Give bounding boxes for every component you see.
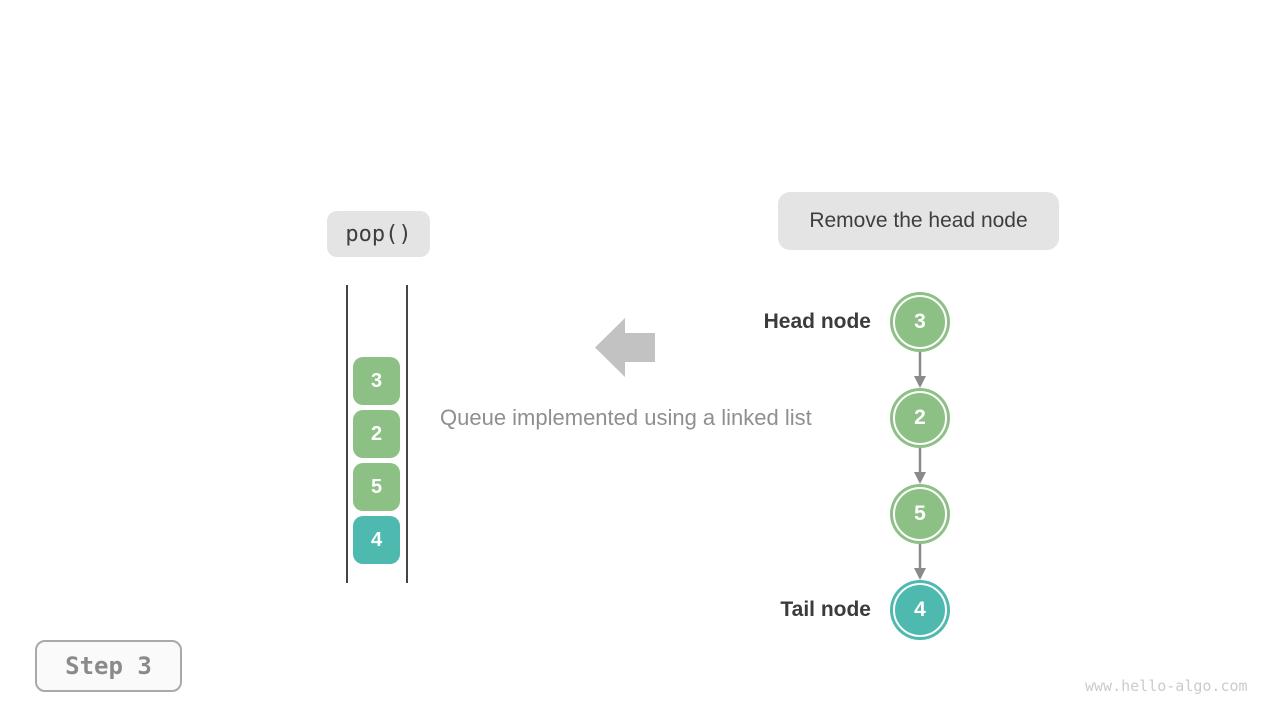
queue-item: 5 <box>353 463 400 511</box>
step-badge: Step 3 <box>35 640 182 692</box>
node-connector-arrow-icon <box>914 352 926 388</box>
list-node: 5 <box>893 487 947 541</box>
queue-wall-left <box>346 285 348 583</box>
tail-node-label: Tail node <box>780 598 871 621</box>
head-node-label: Head node <box>763 310 871 333</box>
watermark: www.hello-algo.com <box>1085 677 1248 695</box>
node-connector-arrow-icon <box>914 544 926 580</box>
caption: Queue implemented using a linked list <box>440 405 812 430</box>
queue-array: 3 2 5 4 <box>353 357 400 564</box>
step-badge-text: Step 3 <box>65 652 152 680</box>
pop-operation-text: pop() <box>345 221 412 247</box>
list-node: 4 <box>893 583 947 637</box>
left-block-arrow-icon <box>595 318 655 377</box>
list-node: 2 <box>893 391 947 445</box>
list-node: 3 <box>893 295 947 349</box>
queue-item: 2 <box>353 410 400 458</box>
node-connector-arrow-icon <box>914 448 926 484</box>
queue-wall-right <box>406 285 408 583</box>
annotation-label: Remove the head node <box>778 192 1059 250</box>
queue-item: 4 <box>353 516 400 564</box>
annotation-text: Remove the head node <box>809 209 1028 232</box>
queue-item: 3 <box>353 357 400 405</box>
pop-operation-label: pop() <box>327 211 430 257</box>
